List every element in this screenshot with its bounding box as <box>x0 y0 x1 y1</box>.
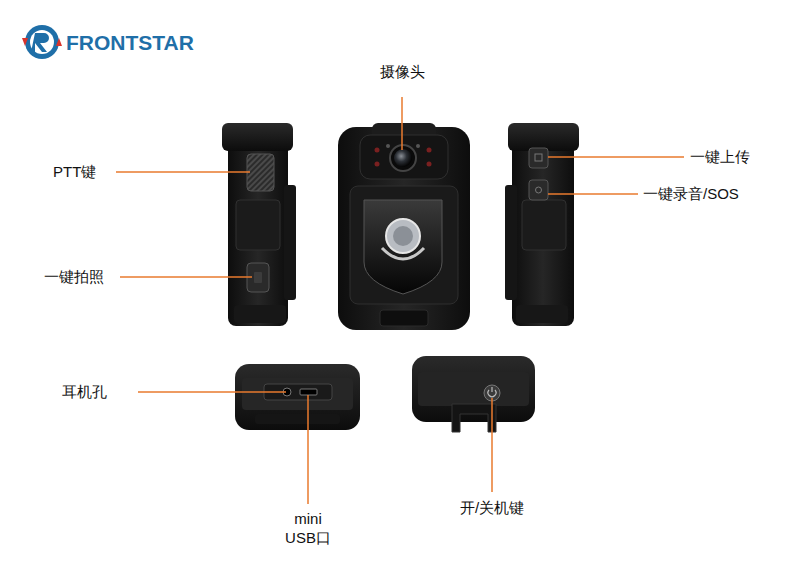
leader-line <box>120 276 252 278</box>
leader-line <box>116 171 250 173</box>
part-label: 开/关机键 <box>460 498 524 518</box>
part-label: 一键录音/SOS <box>643 184 739 204</box>
part-label: 耳机孔 <box>62 382 107 402</box>
front-view <box>338 123 470 330</box>
part-label: 一键拍照 <box>44 267 104 287</box>
bottom-view-ports <box>235 364 360 430</box>
part-label: mini USB口 <box>277 509 339 548</box>
leader-line <box>548 156 684 158</box>
part-label: 摄像头 <box>380 62 425 82</box>
left-side-view <box>222 123 296 326</box>
leader-line <box>401 97 403 150</box>
part-label: PTT键 <box>53 162 96 182</box>
leader-line <box>138 391 286 393</box>
leader-lines <box>116 97 684 504</box>
leader-line <box>548 193 638 195</box>
bottom-view-power <box>412 356 535 432</box>
logo-mark <box>22 25 62 59</box>
leader-line <box>307 395 309 504</box>
part-label: 一键上传 <box>690 147 750 167</box>
right-side-view <box>505 123 579 326</box>
leader-line <box>491 398 493 492</box>
brand-name: FRONTSTAR <box>66 29 194 56</box>
